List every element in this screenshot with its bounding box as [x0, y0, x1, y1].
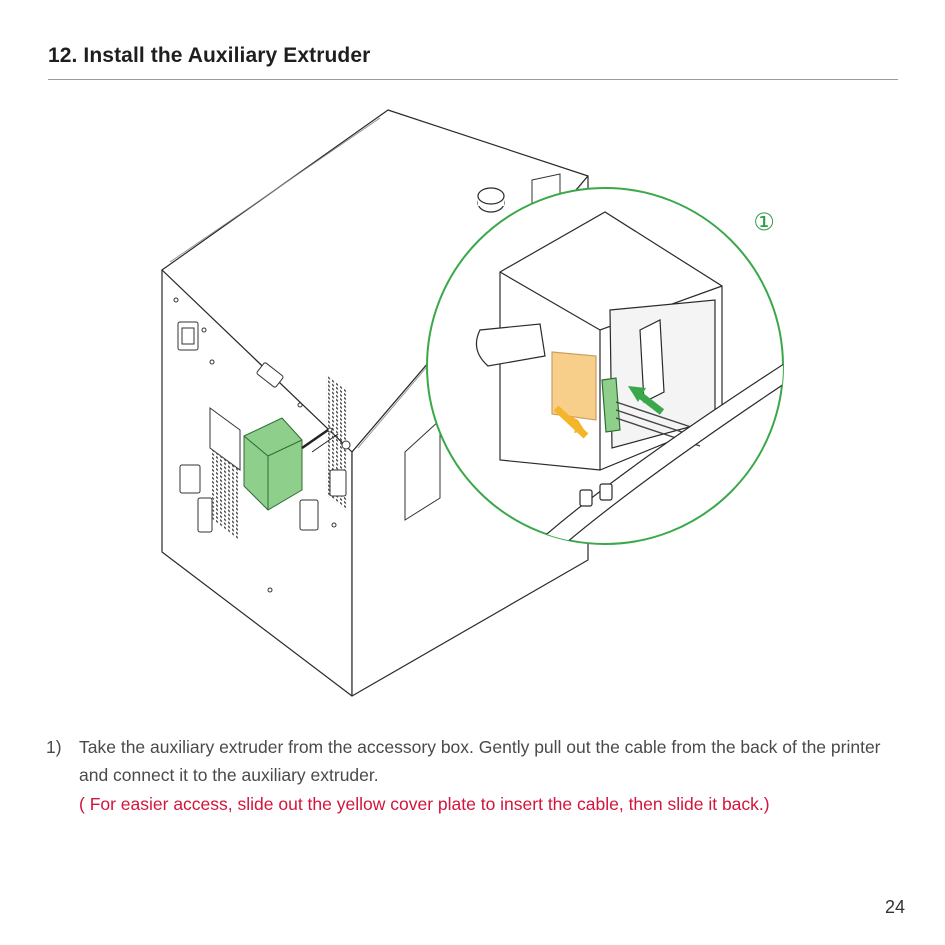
section-title: 12. Install the Auxiliary Extruder: [48, 44, 371, 67]
page-number: 24: [884, 897, 905, 917]
step-note: ( For easier access, slide out the yello…: [79, 794, 770, 814]
callout-marker: ①: [753, 208, 775, 236]
step-number: 1): [46, 737, 62, 757]
step-text: Take the auxiliary extruder from the acc…: [79, 737, 881, 785]
zoom-callout: [426, 187, 784, 545]
left-panel-details: [173, 297, 351, 593]
yellow-slide-arrow-shaft: [553, 405, 589, 439]
auxiliary-extruder: [243, 417, 339, 511]
green-insert-arrow: [628, 386, 646, 402]
title-divider: [48, 79, 898, 80]
